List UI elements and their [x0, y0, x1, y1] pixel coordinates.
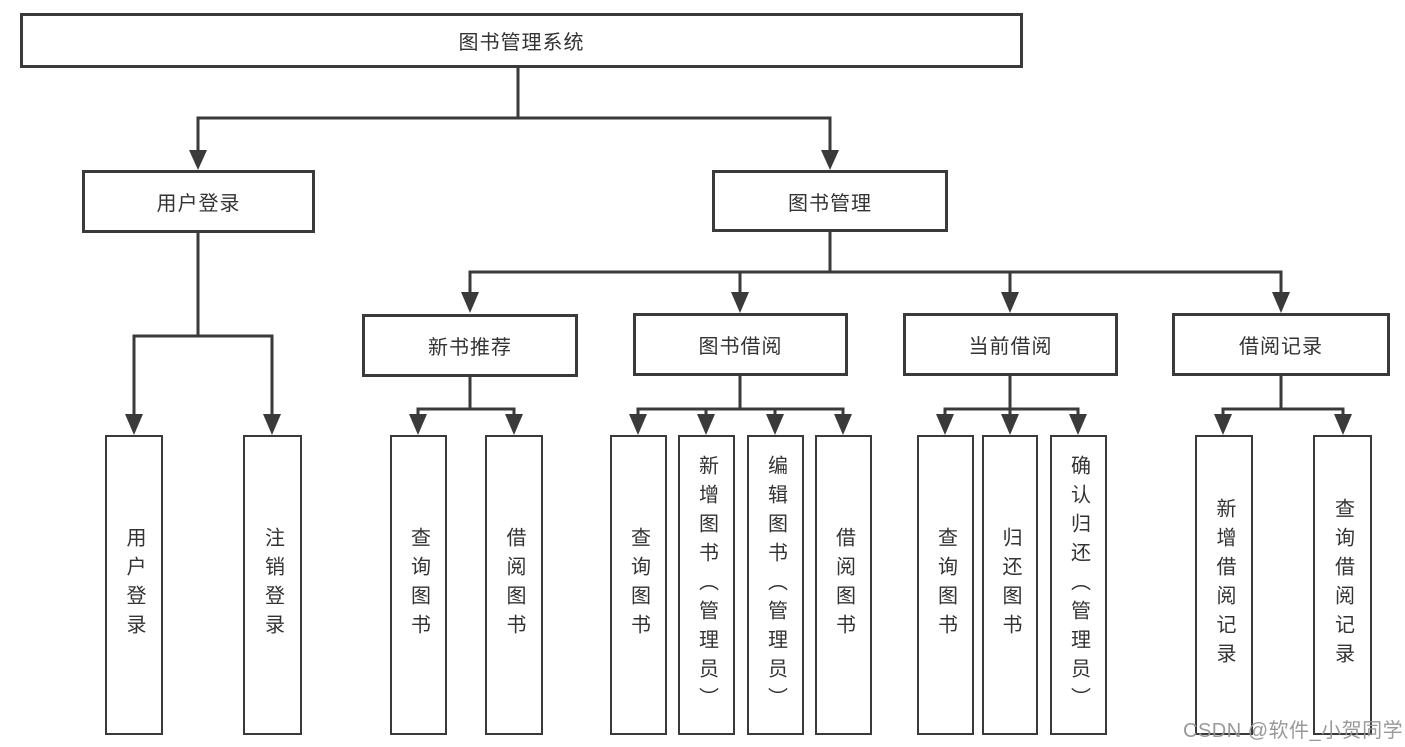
arrow-down-icon — [1069, 414, 1087, 435]
node-label: 用户登录 — [156, 193, 241, 215]
arrowheads — [125, 150, 1352, 435]
leaf-return-books: 归还图书 — [982, 435, 1038, 735]
arrow-down-icon — [1272, 292, 1290, 313]
node-new-book-recommend: 新书推荐 — [362, 314, 578, 377]
arrow-down-icon — [766, 414, 784, 435]
node-label: 查询图书 — [407, 527, 430, 643]
node-label: 借阅记录 — [1239, 336, 1323, 358]
leaf-add-borrow-record: 新增借阅记录 — [1195, 435, 1253, 735]
arrow-down-icon — [629, 414, 647, 435]
node-root: 图书管理系统 — [20, 13, 1023, 68]
node-label: 借阅图书 — [503, 527, 525, 643]
node-book-borrow: 图书借阅 — [633, 313, 848, 376]
leaf-user-login: 用户登录 — [105, 435, 163, 735]
arrow-down-icon — [1001, 292, 1019, 313]
arrow-down-icon — [697, 414, 715, 435]
node-borrow-records: 借阅记录 — [1172, 313, 1390, 376]
arrow-down-icon — [263, 414, 281, 435]
arrow-down-icon — [936, 414, 954, 435]
connector-path — [132, 334, 274, 418]
connector-path — [636, 407, 845, 420]
node-label: 图书借阅 — [698, 336, 783, 358]
arrow-down-icon — [1001, 414, 1019, 435]
leaf-query-books-borrow: 查询图书 — [610, 435, 667, 735]
arrow-down-icon — [189, 150, 207, 170]
leaf-confirm-return-admin: 确认归还（管理员） — [1050, 435, 1107, 735]
leaf-query-books-current: 查询图书 — [917, 435, 974, 735]
arrow-down-icon — [731, 292, 749, 313]
arrow-down-icon — [461, 292, 479, 313]
arrow-down-icon — [834, 414, 852, 435]
connector-path — [416, 407, 516, 420]
csdn-watermark: CSDN @软件_小贺同学 — [1183, 720, 1404, 742]
arrow-down-icon — [125, 414, 143, 435]
node-label: 查询借阅记录 — [1331, 498, 1354, 672]
node-label: 确认归还（管理员） — [1067, 454, 1090, 716]
node-label: 新增借阅记录 — [1213, 498, 1235, 672]
node-label: 新增图书（管理员） — [695, 454, 718, 716]
node-label: 用户登录 — [123, 527, 145, 643]
node-label: 借阅图书 — [832, 527, 855, 643]
node-label: 图书管理系统 — [458, 32, 585, 54]
node-current-borrow: 当前借阅 — [903, 313, 1118, 376]
arrow-down-icon — [505, 414, 523, 435]
leaf-logout: 注销登录 — [243, 435, 302, 735]
node-label: 编辑图书（管理员） — [764, 454, 787, 716]
leaf-edit-books-admin: 编辑图书（管理员） — [747, 435, 804, 735]
leaf-query-borrow-record: 查询借阅记录 — [1313, 435, 1372, 735]
node-label: 归还图书 — [999, 527, 1021, 643]
leaf-add-books-admin: 新增图书（管理员） — [678, 435, 735, 735]
node-label: 当前借阅 — [968, 336, 1053, 358]
arrow-down-icon — [1334, 414, 1352, 435]
arrow-down-icon — [1214, 414, 1232, 435]
arrow-down-icon — [821, 150, 839, 170]
node-label: 查询图书 — [934, 527, 957, 643]
node-book-management: 图书管理 — [712, 170, 948, 232]
arrow-down-icon — [409, 414, 427, 435]
node-label: 新书推荐 — [428, 337, 512, 359]
node-user-login: 用户登录 — [82, 170, 315, 233]
node-label: 注销登录 — [261, 527, 284, 643]
node-label: 查询图书 — [627, 527, 650, 643]
connector-path — [1221, 407, 1345, 420]
leaf-borrow-books-recommend: 借阅图书 — [485, 435, 543, 735]
node-label: 图书管理 — [788, 192, 872, 215]
leaf-query-books-recommend: 查询图书 — [390, 435, 447, 735]
connector-path — [196, 116, 832, 152]
leaf-borrow-books: 借阅图书 — [815, 435, 872, 735]
connector-path — [468, 270, 1283, 295]
